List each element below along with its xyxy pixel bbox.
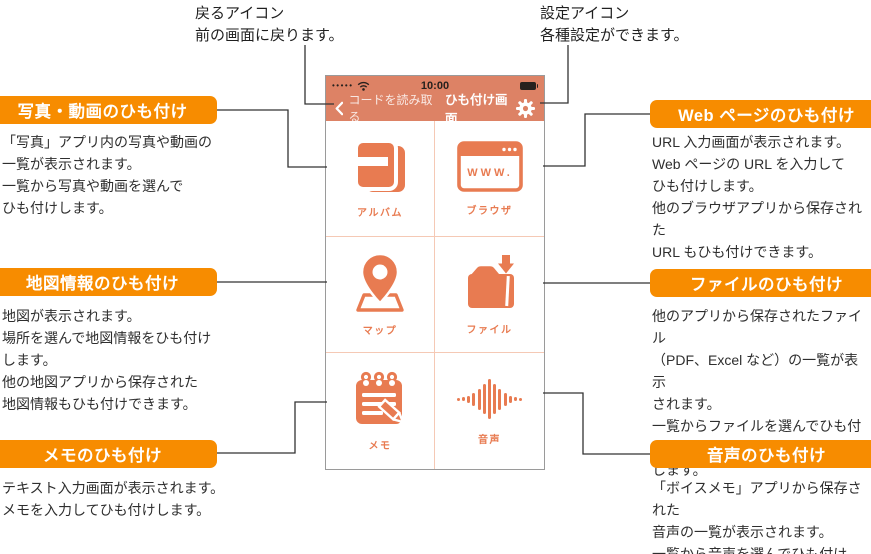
back-icon-note: 戻るアイコン 前の画面に戻ります。: [195, 3, 344, 47]
back-chevron-icon: [335, 101, 344, 115]
grid-item-album[interactable]: アルバム: [326, 121, 435, 237]
map-pin-icon: [356, 252, 404, 312]
grid-item-map[interactable]: マップ: [326, 237, 435, 353]
callout-web-label: Web ページのひも付け: [650, 100, 871, 128]
grid-item-label: メモ: [368, 441, 392, 452]
nav-bar: コードを読み取る ひも付け画面: [326, 93, 544, 126]
file-folder-download-icon: [467, 254, 514, 308]
album-icon: [354, 138, 405, 192]
back-button[interactable]: コードを読み取る: [335, 91, 439, 125]
browser-icon-www-text: WWW.: [467, 167, 513, 179]
callout-file-desc: 他のアプリから保存されたファイル （PDF、Excel など）の一覧が表示 され…: [652, 308, 862, 478]
gear-icon: [516, 98, 535, 118]
callout-web-desc: URL 入力画面が表示されます。 Web ページの URL を入力して ひも付け…: [652, 134, 862, 260]
settings-button[interactable]: [516, 98, 535, 118]
grid-item-label: 音声: [478, 435, 501, 446]
grid-item-memo[interactable]: メモ: [326, 353, 435, 469]
battery-icon: [519, 81, 538, 90]
callout-audio-desc: 「ボイスメモ」アプリから保存された 音声の一覧が表示されます。 一覧から音声を選…: [652, 480, 862, 554]
callout-memo-label: メモのひも付け: [0, 440, 217, 468]
callout-map-desc: 地図が表示されます。 場所を選んで地図情報をひも付け します。 他の地図アプリか…: [2, 308, 212, 412]
status-time: 10:00: [420, 79, 450, 92]
settings-icon-note: 設定アイコン 各種設定ができます。: [540, 3, 689, 47]
status-bar: ••••• 10:00: [326, 76, 544, 95]
grid-item-browser[interactable]: WWW. ブラウザ: [435, 121, 544, 237]
callout-map-label: 地図情報のひも付け: [0, 268, 217, 296]
grid-item-file[interactable]: ファイル: [435, 237, 544, 353]
grid-item-label: ブラウザ: [466, 205, 513, 217]
grid-item-audio[interactable]: 音声: [435, 353, 544, 469]
back-icon-note-title: 戻るアイコン: [195, 5, 285, 22]
phone-header: ••••• 10:00 コードを読み取る ひも付け画面: [326, 76, 544, 126]
callout-memo-desc: テキスト入力画面が表示されます。 メモを入力してひも付けします。: [2, 480, 225, 518]
callout-photo-video-label: 写真・動画のひも付け: [0, 96, 217, 124]
grid-item-label: マップ: [362, 325, 398, 337]
back-icon-note-desc: 前の画面に戻ります。: [195, 27, 344, 44]
link-type-grid: アルバム WWW. ブラウザ: [326, 121, 544, 469]
screen-title: ひも付け画面: [445, 93, 508, 126]
audio-waveform-icon: [456, 376, 523, 422]
signal-strength-icon: •••••: [332, 80, 354, 90]
callout-audio-label: 音声のひも付け: [650, 440, 871, 468]
callout-photo-video-desc: 「写真」アプリ内の写真や動画の 一覧が表示されます。 一覧から写真や動画を選んで…: [2, 134, 212, 216]
back-button-label: コードを読み取る: [348, 93, 433, 124]
settings-icon-note-title: 設定アイコン: [540, 5, 630, 22]
grid-item-label: ファイル: [466, 324, 513, 336]
memo-notepad-icon: [356, 371, 405, 424]
callout-file-label: ファイルのひも付け: [650, 269, 871, 297]
wifi-icon: [357, 81, 369, 91]
phone-mockup: ••••• 10:00 コードを読み取る ひも付け画面: [325, 75, 545, 470]
settings-icon-note-desc: 各種設定ができます。: [540, 27, 689, 44]
browser-icon: WWW.: [456, 140, 523, 192]
grid-item-label: アルバム: [357, 207, 403, 219]
